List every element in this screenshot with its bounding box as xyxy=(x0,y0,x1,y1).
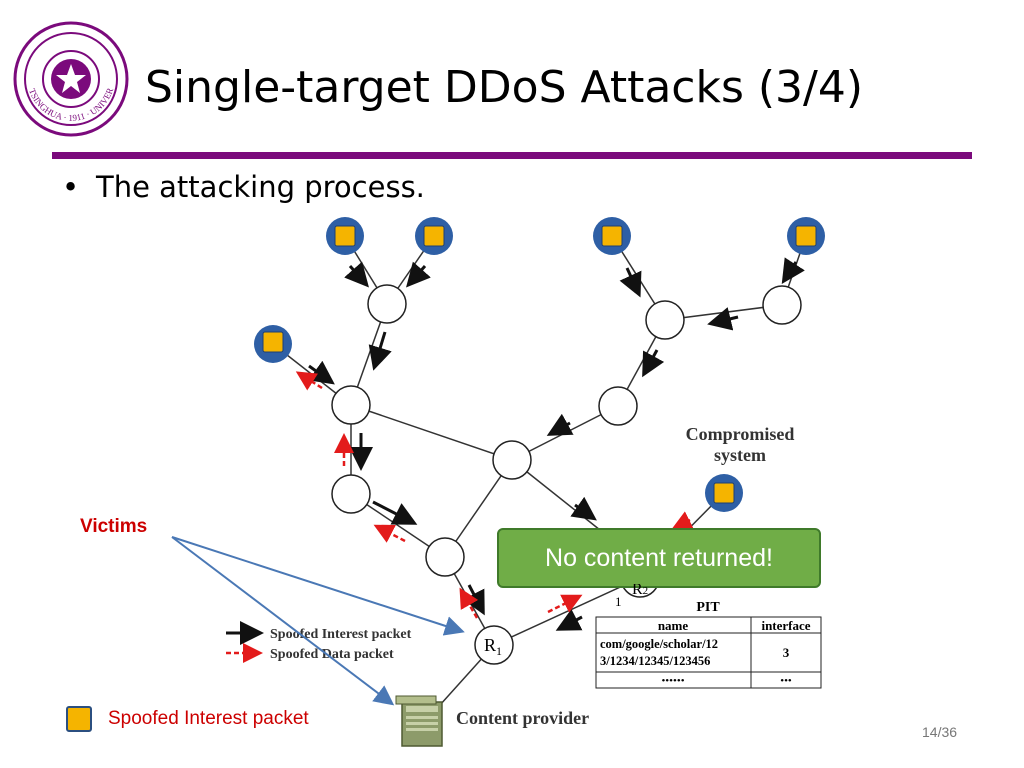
no-content-callout: No content returned! xyxy=(497,528,821,588)
line-legend: Spoofed Interest packet Spoofed Data pac… xyxy=(226,621,412,663)
r1-label: R1 xyxy=(484,635,502,658)
attacker-node xyxy=(593,217,631,255)
router-nodes xyxy=(331,284,802,665)
data-arrows xyxy=(295,371,694,619)
pit-header-name: name xyxy=(658,618,689,633)
attacker-nodes xyxy=(254,217,825,512)
title-divider xyxy=(52,152,972,159)
pit-row1-interface: 3 xyxy=(783,645,790,660)
attacker-node xyxy=(254,325,292,363)
victim-pointers xyxy=(171,536,465,706)
pit-title: PIT xyxy=(696,600,720,615)
attacker-node xyxy=(326,217,364,255)
router-node xyxy=(645,300,685,340)
interface-number: 1 xyxy=(615,594,622,609)
pit-row2-interface: ••• xyxy=(780,675,792,687)
bullet-text: The attacking process. xyxy=(96,170,425,204)
r2-label-overlay: R2 xyxy=(632,584,648,598)
server-icon xyxy=(395,695,443,747)
router-node xyxy=(762,285,802,325)
square-legend-label: Spoofed Interest packet xyxy=(108,708,309,730)
legend-interest-label: Spoofed Interest packet xyxy=(270,627,412,642)
attacker-square-icon xyxy=(66,706,92,732)
router-r1-node xyxy=(474,625,514,665)
router-node xyxy=(492,440,532,480)
square-legend: Spoofed Interest packet xyxy=(66,706,309,732)
page-number: 14/36 xyxy=(922,724,958,740)
pit-header-interface: interface xyxy=(761,618,810,633)
compromised-label-2: system xyxy=(714,445,766,465)
victims-label: Victims xyxy=(80,516,148,537)
attacker-node xyxy=(787,217,825,255)
interest-arrows xyxy=(308,257,805,631)
router-node xyxy=(331,385,371,425)
compromised-label-1: Compromised xyxy=(686,424,795,444)
content-provider-label: Content provider xyxy=(456,708,589,728)
router-node xyxy=(598,386,638,426)
attacker-node xyxy=(705,474,743,512)
pit-table: PIT name interface com/google/scholar/12… xyxy=(595,600,822,689)
bullet-item: • The attacking process. xyxy=(62,170,425,204)
slide-title: Single-target DDoS Attacks (3/4) xyxy=(145,62,864,113)
svg-text:R2: R2 xyxy=(632,584,648,598)
router-node xyxy=(367,284,407,324)
attacker-node xyxy=(415,217,453,255)
pit-row2-name: •••••• xyxy=(661,675,684,687)
bullet-dot-icon: • xyxy=(62,170,80,204)
router-node xyxy=(331,474,371,514)
router-node xyxy=(425,537,465,577)
pit-row1-name-2: 3/1234/12345/123456 xyxy=(600,654,710,668)
tsinghua-logo: TSINGHUA · 1911 · UNIVERSITY xyxy=(12,20,129,137)
pit-row1-name-1: com/google/scholar/12 xyxy=(600,637,718,651)
legend-data-label: Spoofed Data packet xyxy=(270,647,394,662)
